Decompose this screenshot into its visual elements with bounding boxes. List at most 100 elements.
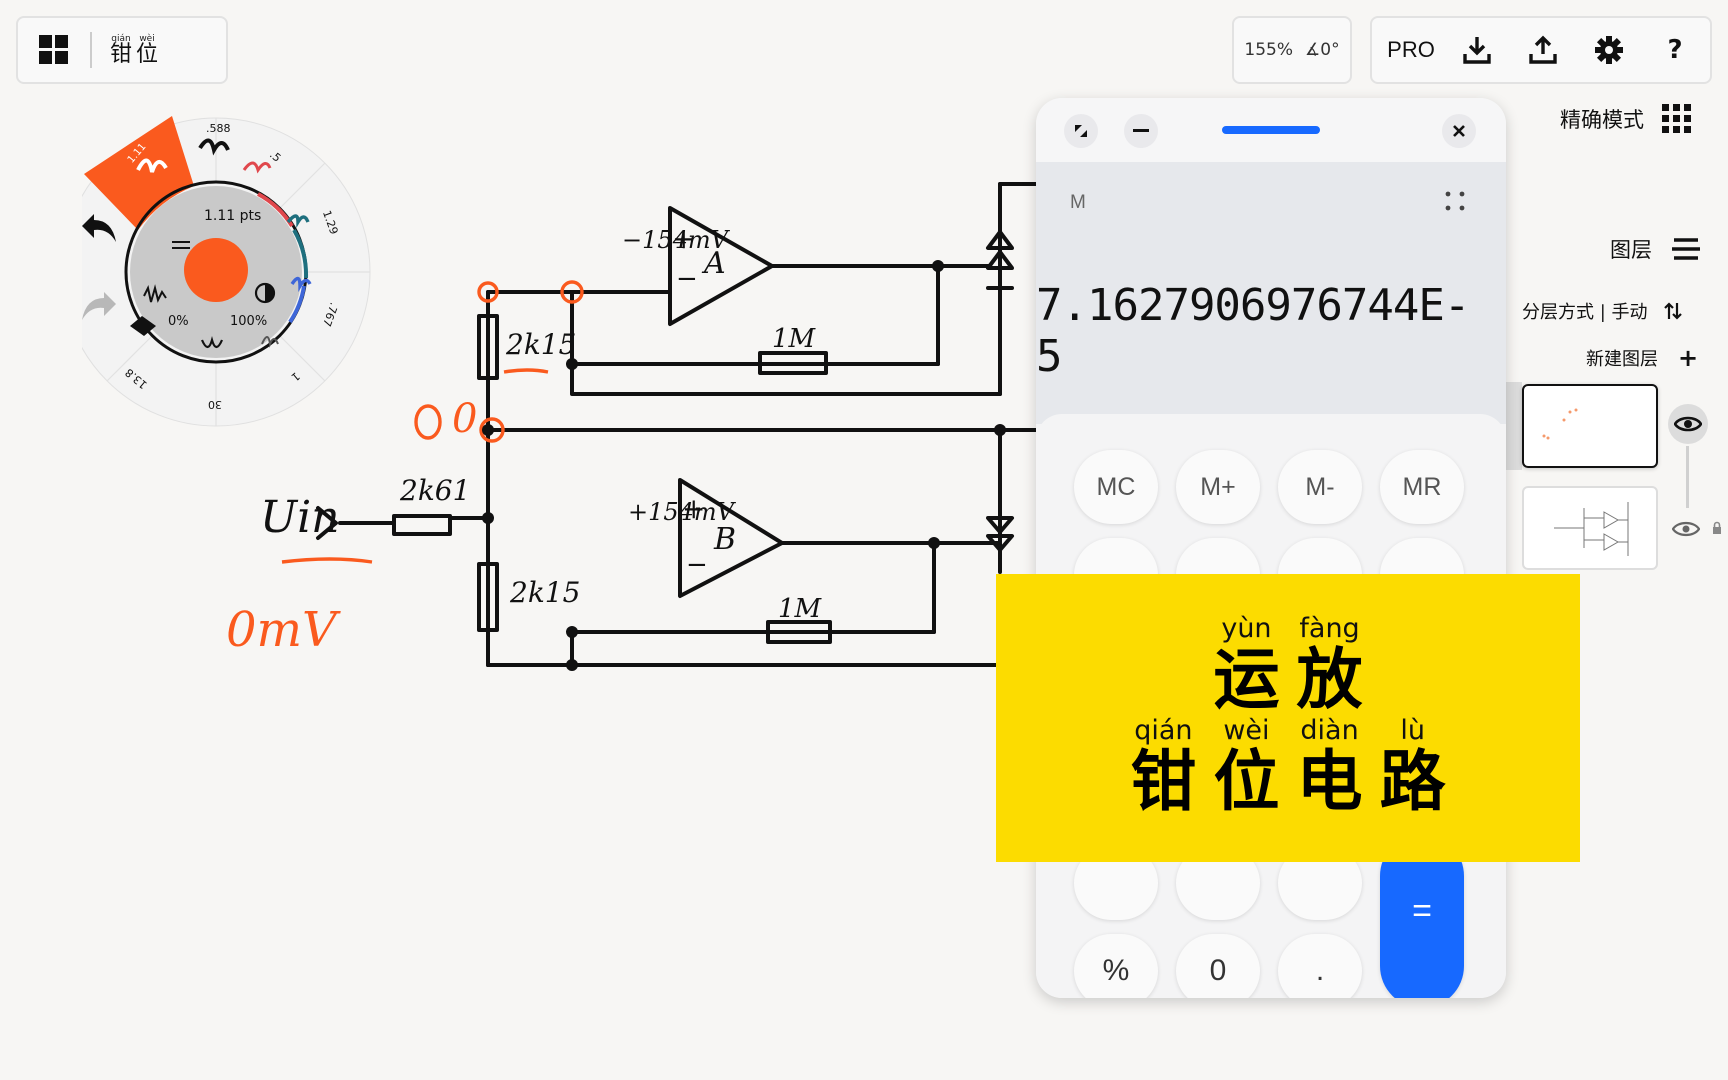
feedback-b-label: 1M bbox=[778, 594, 822, 624]
dots-grid-icon bbox=[1662, 104, 1691, 133]
zoom-rotation-indicator[interactable]: 155% ∡0° bbox=[1232, 16, 1352, 84]
close-icon[interactable] bbox=[1442, 114, 1476, 148]
precision-mode-label: 精确模式 bbox=[1560, 108, 1644, 132]
percent-label: % bbox=[1102, 954, 1130, 987]
pinyin: diàn bbox=[1300, 715, 1359, 746]
hanzi: 位 bbox=[136, 41, 159, 67]
mr-button[interactable]: MR bbox=[1380, 450, 1464, 524]
lock-icon[interactable] bbox=[1712, 520, 1722, 539]
plus-icon: + bbox=[1678, 344, 1699, 372]
layer-thumbnail[interactable] bbox=[1522, 486, 1658, 570]
opamp-a-label: A bbox=[704, 246, 726, 281]
brush-wheel[interactable]: 1.11 pts 0% 100% 1.11 .588 .5 1.29 .767 … bbox=[61, 108, 372, 428]
more-options-icon[interactable] bbox=[1444, 190, 1468, 214]
calculator-header bbox=[1036, 98, 1506, 162]
percent-button[interactable]: % bbox=[1074, 934, 1158, 998]
grid-menu-icon[interactable] bbox=[18, 35, 90, 65]
active-preset-segment[interactable] bbox=[84, 116, 194, 230]
rotation-angle: ∡0° bbox=[1305, 40, 1340, 60]
opamp-a-minus: − bbox=[676, 264, 698, 294]
pinyin: wèi bbox=[1223, 715, 1270, 746]
resistor-top-label: 2k15 bbox=[506, 328, 577, 361]
node-zero-label: 0 bbox=[458, 160, 459, 161]
brush-size-label: 1.11 pts bbox=[204, 208, 262, 224]
equals-label: = bbox=[1412, 891, 1432, 930]
opamp-a-plus: + bbox=[672, 222, 696, 255]
zero-button[interactable]: 0 bbox=[1176, 934, 1260, 998]
layer-connector bbox=[1686, 446, 1689, 508]
minimize-icon[interactable] bbox=[1124, 114, 1158, 148]
calculator-window[interactable]: M 7.1627906976744E-5 MC M+ M- MR % 0 . = bbox=[1036, 98, 1506, 998]
redo-icon[interactable] bbox=[80, 290, 118, 326]
opamp-b-minus: − bbox=[686, 550, 708, 580]
zero-label: 0 bbox=[1209, 954, 1227, 987]
layers-label: 图层 bbox=[1610, 238, 1652, 262]
m-minus-label: M- bbox=[1305, 472, 1335, 501]
calculator-display: M 7.1627906976744E-5 bbox=[1036, 162, 1506, 424]
main-toolbar: PRO ? bbox=[1370, 16, 1712, 84]
m-plus-label: M+ bbox=[1200, 472, 1236, 501]
layers-icon bbox=[1672, 238, 1700, 260]
decimal-button[interactable]: . bbox=[1278, 934, 1362, 998]
input-label: Uin bbox=[260, 492, 340, 543]
pinyin: qián bbox=[111, 33, 131, 44]
pinyin: yùn bbox=[1221, 613, 1272, 644]
download-icon[interactable] bbox=[1444, 18, 1510, 82]
input-value-label: 0mV bbox=[226, 602, 337, 658]
help-label: ? bbox=[1667, 35, 1683, 65]
mc-label: MC bbox=[1096, 472, 1136, 501]
pinyin: qián bbox=[1134, 715, 1193, 746]
voltage-a-label: −154mV bbox=[622, 226, 729, 254]
gear-icon[interactable] bbox=[1576, 18, 1642, 82]
drag-handle[interactable] bbox=[1222, 126, 1320, 134]
jitter-icon[interactable] bbox=[143, 284, 167, 303]
opacity-max-label: 100% bbox=[230, 314, 268, 329]
hanzi: 路 bbox=[1379, 741, 1446, 820]
m-plus-button[interactable]: M+ bbox=[1176, 450, 1260, 524]
node-zero-annotation: 0 bbox=[452, 396, 478, 442]
resistor-input-label: 2k61 bbox=[400, 474, 471, 507]
pro-label: PRO bbox=[1387, 37, 1435, 62]
resistor-bottom-label: 2k15 bbox=[510, 576, 581, 609]
feedback-a-label: 1M bbox=[772, 324, 816, 354]
circuit-drawing[interactable]: + − A + − B −154mV +154mV 2k15 2k15 2k61… bbox=[220, 160, 1040, 680]
eye-icon[interactable] bbox=[1671, 520, 1701, 542]
opamp-b-plus: + bbox=[682, 492, 706, 525]
new-layer-label: 新建图层 bbox=[1586, 349, 1658, 370]
decimal-label: . bbox=[1315, 954, 1325, 987]
eye-icon-active[interactable] bbox=[1668, 404, 1708, 444]
layers-scroll-track[interactable] bbox=[1506, 382, 1522, 470]
hanzi: 位 bbox=[1213, 741, 1280, 820]
new-layer-button[interactable]: 新建图层 + bbox=[1586, 344, 1698, 372]
hanzi: 运 bbox=[1213, 639, 1280, 718]
memory-indicator: M bbox=[1070, 192, 1086, 213]
mc-button[interactable]: MC bbox=[1074, 450, 1158, 524]
precision-mode-toggle[interactable]: 精确模式 bbox=[1560, 104, 1692, 134]
opacity-min-label: 0% bbox=[168, 314, 189, 329]
hanzi: 电 bbox=[1296, 741, 1363, 820]
resize-icon[interactable] bbox=[1064, 114, 1098, 148]
upload-icon[interactable] bbox=[1510, 18, 1576, 82]
display-value: 7.1627906976744E-5 bbox=[1036, 280, 1470, 382]
brush-color-swatch[interactable] bbox=[184, 238, 248, 302]
pro-button[interactable]: PRO bbox=[1378, 18, 1444, 82]
layers-button[interactable]: 图层 bbox=[1610, 234, 1700, 264]
help-icon[interactable]: ? bbox=[1642, 18, 1708, 82]
pinyin: lù bbox=[1400, 715, 1425, 746]
layering-mode-label: 分层方式 | 手动 bbox=[1522, 302, 1648, 323]
undo-icon[interactable] bbox=[80, 212, 118, 248]
zoom-level: 155% bbox=[1244, 40, 1294, 60]
m-minus-button[interactable]: M- bbox=[1278, 450, 1362, 524]
pinyin: fàng bbox=[1299, 613, 1360, 644]
hanzi: 放 bbox=[1296, 639, 1363, 718]
opamp-b-label: B bbox=[714, 522, 737, 557]
layer-thumbnail-active[interactable] bbox=[1522, 384, 1658, 468]
voltage-b-label: +154mV bbox=[628, 498, 735, 526]
layering-mode-selector[interactable]: 分层方式 | 手动 bbox=[1522, 298, 1682, 324]
title-divider bbox=[90, 32, 92, 68]
